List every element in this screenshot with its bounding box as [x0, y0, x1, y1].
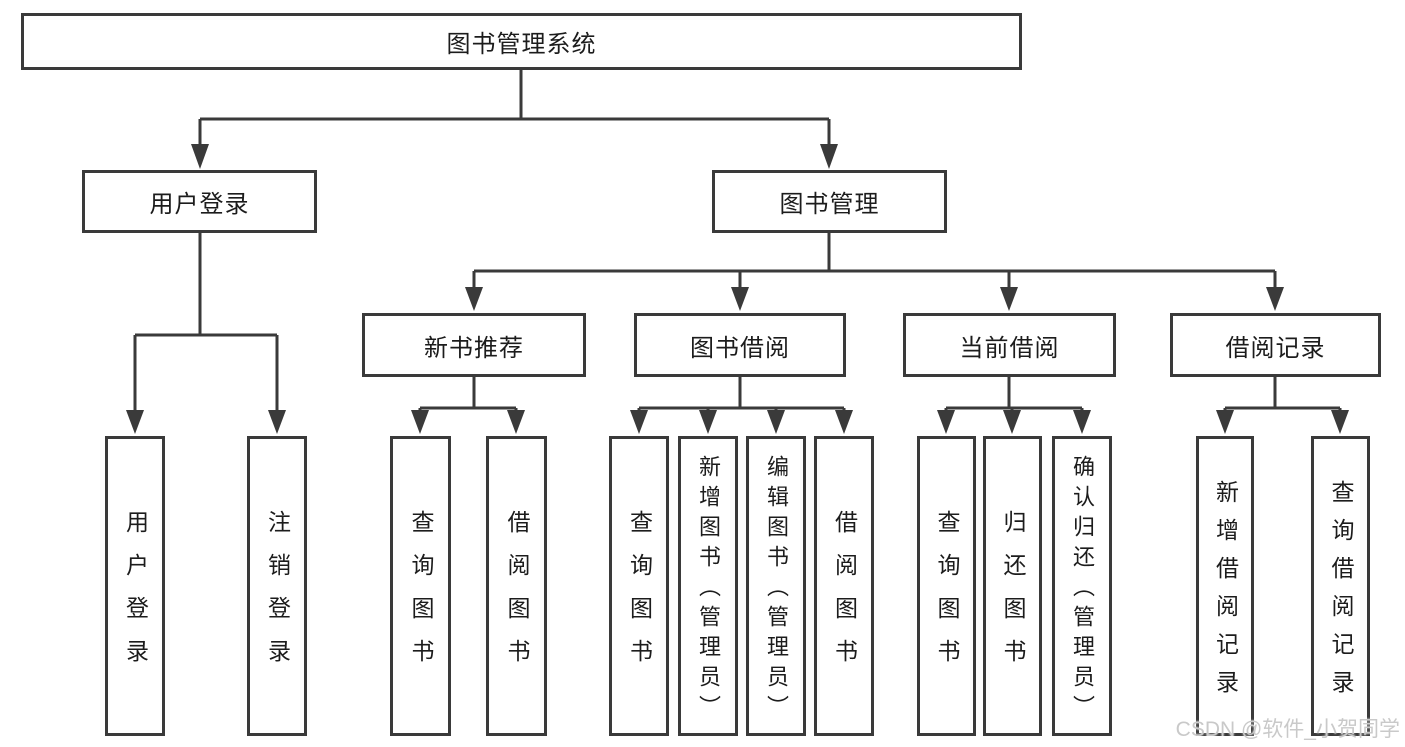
node-borrow-books-borrowing: 借阅图书	[814, 436, 874, 736]
node-query-books-borrowing: 查询图书	[609, 436, 669, 736]
arrow-icon	[411, 410, 429, 434]
node-logout-leaf: 注销登录	[247, 436, 307, 736]
node-label: 新增图书（管理员）	[696, 455, 721, 725]
node-label: 注销登录	[264, 510, 291, 682]
node-label: 编辑图书（管理员）	[764, 455, 789, 725]
arrow-icon	[126, 410, 144, 434]
node-label: 确认归还（管理员）	[1070, 455, 1095, 725]
arrow-icon	[1216, 410, 1234, 434]
arrow-icon	[699, 410, 717, 434]
node-label: 查询图书	[408, 510, 434, 682]
arrow-icon	[507, 410, 525, 434]
arrow-icon	[767, 410, 785, 434]
node-edit-books-admin: 编辑图书（管理员）	[746, 436, 806, 736]
arrow-icon	[1000, 287, 1018, 311]
node-user-login-branch: 用户登录	[82, 170, 317, 233]
arrow-icon	[731, 287, 749, 311]
node-borrowing-records: 借阅记录	[1170, 313, 1381, 377]
node-query-books-current: 查询图书	[917, 436, 976, 736]
arrow-icon	[191, 144, 209, 169]
arrow-icon	[1331, 410, 1349, 434]
node-label: 查询借阅记录	[1328, 479, 1354, 708]
node-label: 归还图书	[1000, 510, 1026, 682]
node-confirm-return-admin: 确认归还（管理员）	[1052, 436, 1112, 736]
arrow-icon	[1003, 410, 1021, 434]
arrow-icon	[820, 144, 838, 169]
node-add-borrow-record: 新增借阅记录	[1196, 436, 1254, 736]
arrow-icon	[937, 410, 955, 434]
arrow-icon	[1073, 410, 1091, 434]
arrow-icon	[465, 287, 483, 311]
arrow-icon	[268, 410, 286, 434]
node-return-books: 归还图书	[983, 436, 1042, 736]
node-label: 用户登录	[122, 510, 149, 682]
node-label: 查询图书	[626, 510, 653, 682]
node-label: 查询图书	[934, 510, 960, 682]
arrow-icon	[1266, 287, 1284, 311]
node-add-books-admin: 新增图书（管理员）	[678, 436, 738, 736]
arrow-icon	[630, 410, 648, 434]
node-user-login-leaf: 用户登录	[105, 436, 165, 736]
node-book-borrowing: 图书借阅	[634, 313, 846, 377]
node-borrow-books-recommend: 借阅图书	[486, 436, 547, 736]
arrow-icon	[835, 410, 853, 434]
csdn-watermark: CSDN @软件_小贺同学	[1175, 718, 1400, 741]
node-current-borrowing: 当前借阅	[903, 313, 1116, 377]
node-label: 借阅图书	[504, 510, 530, 682]
node-label: 借阅图书	[831, 510, 858, 682]
node-query-books-recommend: 查询图书	[390, 436, 451, 736]
node-label: 新增借阅记录	[1212, 479, 1239, 708]
node-book-management-branch: 图书管理	[712, 170, 947, 233]
node-query-borrow-record: 查询借阅记录	[1311, 436, 1370, 736]
node-library-management-system: 图书管理系统	[21, 13, 1022, 70]
node-new-book-recommend: 新书推荐	[362, 313, 586, 377]
